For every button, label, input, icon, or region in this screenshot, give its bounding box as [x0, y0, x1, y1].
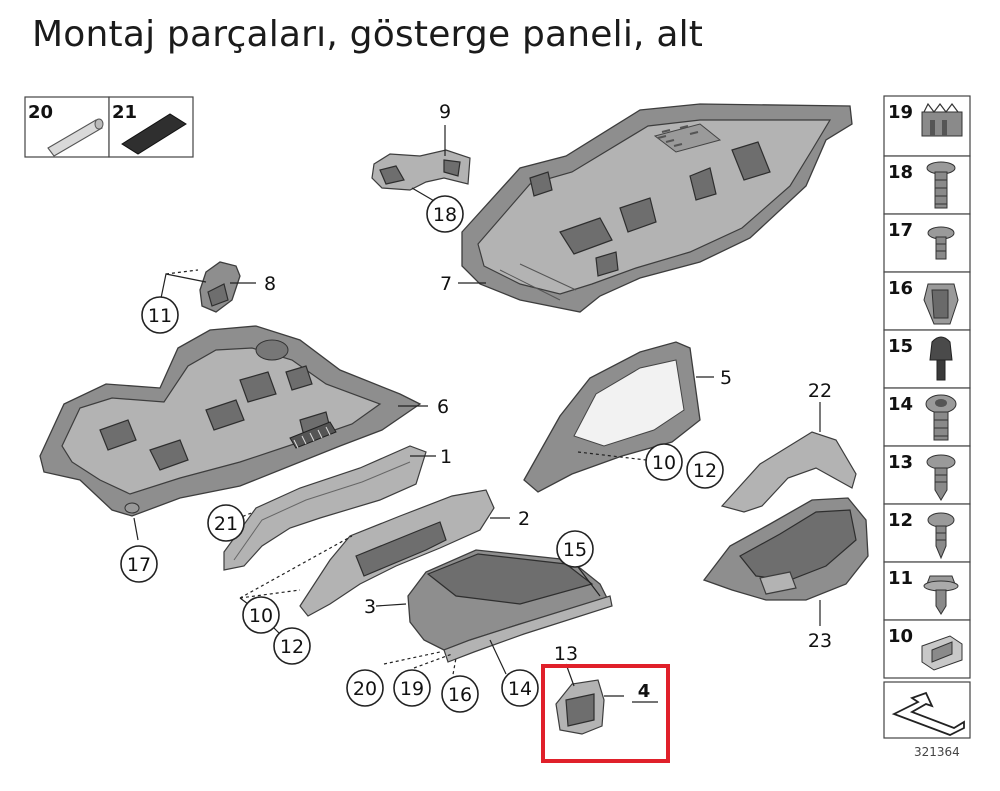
callout-circle-17[interactable] [120, 545, 158, 583]
plug-icon [929, 336, 953, 381]
foam-pad-icon [121, 113, 187, 155]
legend-number-15: 15 [888, 336, 913, 357]
callout-20: 20 [353, 678, 377, 700]
legend-number-17: 17 [888, 220, 913, 241]
callout-5: 5 [720, 367, 732, 389]
highlight-box [541, 664, 670, 763]
leader-lines [133, 125, 821, 703]
legend-number-19: 19 [888, 102, 913, 123]
callout-15: 15 [563, 539, 587, 561]
part-4-handle[interactable] [555, 679, 605, 735]
legend-number-11: 11 [888, 568, 913, 589]
side-legend: 19 18 17 16 15 [883, 95, 971, 759]
flange-screw-icon [923, 575, 959, 615]
legend-cell-11[interactable] [883, 561, 971, 621]
legend-cell-18[interactable] [883, 155, 971, 215]
callout-circle-11[interactable] [141, 296, 179, 334]
legend-number-20: 20 [28, 102, 53, 123]
callout-circle-18[interactable] [426, 195, 464, 233]
legend-cell-12[interactable] [883, 503, 971, 563]
part-6-lower-panel[interactable] [39, 325, 422, 517]
top-legend: 20 21 [24, 96, 194, 158]
callout-14: 14 [508, 678, 532, 700]
part-9-bracket[interactable] [371, 149, 471, 191]
clip-nut-icon [921, 635, 963, 671]
part-23-lower-cover[interactable] [702, 497, 869, 601]
callout-circle-21[interactable] [207, 504, 245, 542]
callout-circle-14[interactable] [501, 669, 539, 707]
callouts: 18 11 21 17 10 12 10 12 15 20 19 16 14 [120, 195, 724, 713]
part-2-trim[interactable] [299, 489, 495, 617]
callout-circle-12a[interactable] [273, 627, 311, 665]
legend-number-18: 18 [888, 162, 913, 183]
callout-8: 8 [264, 273, 276, 295]
callout-circle-12b[interactable] [686, 451, 724, 489]
spring-clip-icon [923, 283, 959, 325]
legend-cell-15[interactable] [883, 329, 971, 389]
callout-circle-10a[interactable] [242, 596, 280, 634]
callout-12a: 12 [280, 636, 304, 658]
legend-number-13: 13 [888, 452, 913, 473]
legend-cell-17[interactable] [883, 213, 971, 273]
legend-number-10: 10 [888, 626, 913, 647]
part-22-cover[interactable] [720, 431, 857, 513]
callout-18: 18 [433, 204, 457, 226]
plain-callouts: 9 7 8 6 1 2 3 5 22 23 13 4 [264, 101, 832, 702]
legend-number-12: 12 [888, 510, 913, 531]
callout-4: 4 [638, 681, 651, 702]
page-title: Montaj parçaları, gösterge paneli, alt [32, 14, 704, 55]
callout-10b: 10 [652, 452, 676, 474]
legend-number-14: 14 [888, 394, 913, 415]
callout-17: 17 [127, 554, 151, 576]
callout-6: 6 [437, 396, 449, 418]
callout-circle-16[interactable] [441, 675, 479, 713]
pointed-screw-icon [927, 512, 955, 560]
callout-circle-15[interactable] [556, 530, 594, 568]
callout-11: 11 [148, 305, 172, 327]
gear-clip-icon [921, 102, 963, 137]
torx-screw-icon [925, 394, 957, 441]
callout-23: 23 [808, 630, 832, 652]
callout-circle-19[interactable] [393, 669, 431, 707]
callout-10a: 10 [249, 605, 273, 627]
tapping-screw-icon [926, 454, 956, 501]
callout-3: 3 [364, 596, 376, 618]
callout-19: 19 [400, 678, 424, 700]
callout-22: 22 [808, 380, 832, 402]
callout-circle-10b[interactable] [645, 443, 683, 481]
part-8-small-bracket[interactable] [199, 261, 241, 313]
part-1-trim[interactable] [223, 445, 427, 571]
callout-12b: 12 [693, 460, 717, 482]
diagram-number: 321364 [914, 745, 960, 759]
part-3-glove-box[interactable] [407, 549, 613, 663]
callout-1: 1 [440, 446, 452, 468]
callout-9: 9 [439, 101, 451, 123]
callout-21: 21 [214, 513, 238, 535]
callout-2: 2 [518, 508, 530, 530]
screw-icon [926, 161, 956, 209]
callout-7: 7 [440, 273, 452, 295]
callout-13: 13 [554, 643, 578, 665]
pin-rod-icon [47, 118, 104, 157]
part-5-bezel[interactable] [523, 341, 701, 493]
direction-arrow-icon [891, 691, 965, 736]
callout-16: 16 [448, 684, 472, 706]
callout-circle-20[interactable] [346, 669, 384, 707]
legend-number-21: 21 [112, 102, 137, 123]
part-7-upper-panel[interactable] [461, 103, 853, 313]
legend-number-16: 16 [888, 278, 913, 299]
short-screw-icon [927, 226, 955, 260]
